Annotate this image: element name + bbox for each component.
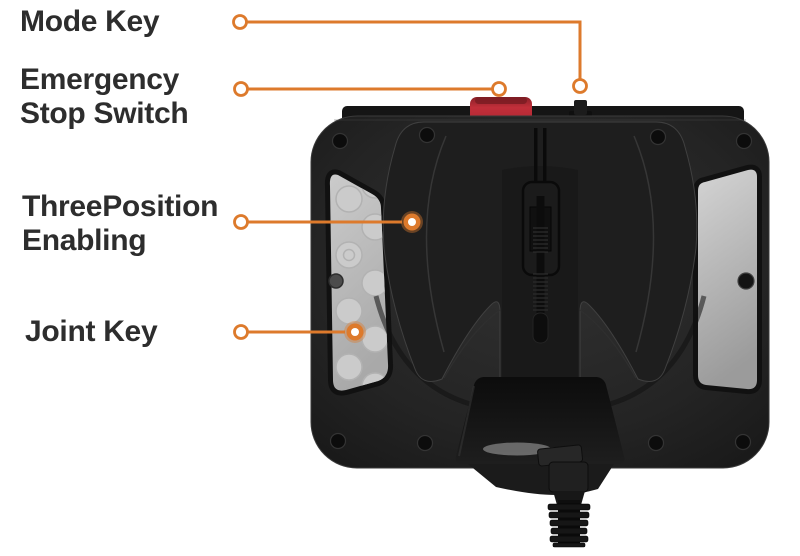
callout-label-three-position-enabling: ThreePosition Enabling bbox=[22, 190, 219, 257]
left-wing-crease bbox=[425, 135, 447, 353]
right-wing-crease bbox=[633, 135, 655, 353]
three-position-marker-dot bbox=[401, 211, 423, 233]
right-panel bbox=[693, 164, 762, 395]
screw bbox=[331, 132, 349, 150]
left-panel-dot bbox=[328, 273, 344, 289]
screw bbox=[329, 432, 347, 450]
screw bbox=[416, 434, 434, 452]
right-panel-screw bbox=[737, 272, 755, 290]
three-position-enabling-leader bbox=[233, 211, 423, 233]
screw bbox=[647, 434, 665, 452]
hand-strap-rail bbox=[521, 128, 561, 344]
screw bbox=[735, 132, 753, 150]
screw bbox=[418, 126, 436, 144]
callout-label-joint-key: Joint Key bbox=[25, 315, 158, 348]
screw bbox=[649, 128, 667, 146]
cable bbox=[468, 444, 614, 548]
callout-label-mode-key: Mode Key bbox=[20, 5, 160, 38]
emergency-stop-leader bbox=[233, 81, 507, 97]
mode-key-leader bbox=[232, 14, 588, 94]
strain-relief-ribs bbox=[547, 503, 591, 548]
right-wing-shadow bbox=[609, 295, 707, 407]
bottom-recess bbox=[455, 377, 625, 464]
left-wing-shadow bbox=[373, 295, 471, 407]
spring-ribs bbox=[533, 227, 548, 311]
callout-label-emergency-stop-switch: Emergency Stop Switch bbox=[20, 63, 189, 130]
screws bbox=[329, 126, 753, 452]
joint-key-leader bbox=[233, 321, 366, 343]
screw bbox=[734, 433, 752, 451]
joint-key-marker-dot bbox=[344, 321, 366, 343]
